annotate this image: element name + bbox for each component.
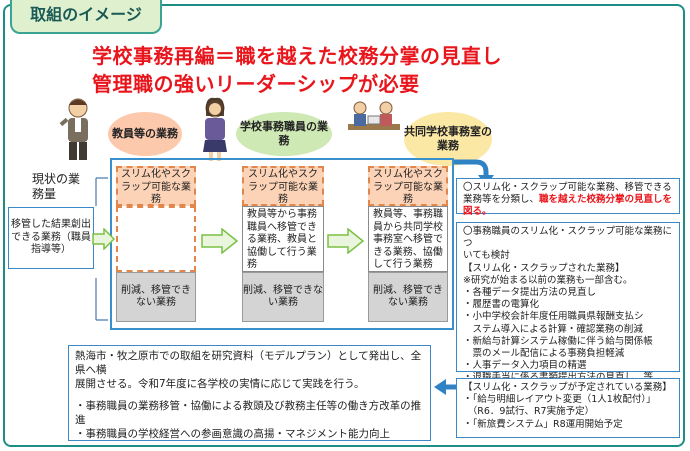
teacher-male-icon [59, 98, 88, 160]
volume-bracket [95, 177, 108, 321]
col1-middle-box [116, 206, 196, 272]
title-line-2: 管理職の強いリーダーシップが必要 [92, 72, 420, 96]
col2-transfer-box: 教員等から事務職員へ移管できる業務、教員と協働して行う業務 [242, 206, 324, 272]
right-middle-box: 〇事務職員のスリム化・スクラップ可能な業務につ いても検討 【スリム化・スクラッ… [456, 222, 680, 383]
current-volume-label: 現状の業務量 [32, 172, 81, 201]
teacher-female-icon [203, 97, 227, 161]
section-tab: 取組のイメージ [10, 0, 162, 34]
col2-fixed-box: 削減、移管できない業務 [242, 272, 324, 322]
rollout-line: 展開させる。令和7年度に各学校の実情に応じて実践を行う。 [75, 378, 365, 390]
rollout-line: 熱海市・牧之原市での取組を研究資料（モデルプラン）として発出し、全県へ横 [75, 350, 422, 376]
right-top-box: 〇スリム化・スクラップ可能な業務、移管できる業務等を分類し、職を越えた校務分掌の… [456, 178, 680, 218]
right-mid-line: ・各種データ提出方法の見直し [463, 287, 597, 299]
arrow-left-box [92, 228, 116, 250]
bubble-clerk-tasks: 学校事務職員の業務 [236, 112, 332, 156]
right-bot-line: ・「給与明細レイアウト変更（1人1枚配付）」 [463, 394, 656, 406]
right-bot-line: ・「新旅費システム」R8運用開始予定 [463, 418, 623, 430]
right-mid-line: ※研究が始まる以前の業務も一部含む。 [463, 274, 633, 286]
green-arrow-2 [327, 228, 365, 254]
right-top-text: 〇スリム化・スクラップ可能な業務、移管できる業務等を分類し、 [463, 182, 672, 206]
rollout-spacer [75, 391, 424, 399]
rollout-line: ・事務職員の業務移管・協働による教頭及び教務主任等の働き方改革の推進 [75, 400, 422, 426]
right-mid-line: ・人事データ入力項目の精選 [463, 360, 587, 372]
right-mid-line: ・新給与計算システム稼働に伴う給与関係帳 [463, 335, 653, 347]
right-mid-line: 〇事務職員のスリム化・スクラップ可能な業務につ [463, 226, 673, 250]
rollout-box: 熱海市・牧之原市での取組を研究資料（モデルプラン）として発出し、全県へ横 展開さ… [68, 345, 431, 441]
task-columns-container [110, 158, 454, 330]
col3-fixed-box: 削減、移管できない業務 [368, 272, 448, 322]
green-arrow-1 [201, 228, 239, 254]
right-mid-line: ステム導入による計算・確認業務の削減 [463, 323, 643, 335]
bubble-joint-office-tasks: 共同学校事務室の業務 [404, 112, 492, 166]
bubble-teacher-tasks: 教員等の業務 [108, 112, 182, 156]
main-frame [3, 4, 685, 447]
right-mid-line: ・小中学校会計年度任用職員県報酬支払シ [463, 311, 644, 323]
rollout-line: ・事務職員の学校経営への参画意識の高揚・マネジメント能力向上 [75, 428, 390, 440]
right-bottom-box: 【スリム化・スクラップが予定されている業務】 ・「給与明細レイアウト変更（1人1… [456, 378, 680, 438]
col1-fixed-box: 削減、移管できない業務 [116, 272, 196, 322]
created-tasks-box: 移管した結果創出できる業務（職員指導等） [8, 207, 94, 269]
col3-transfer-box: 教員等、事務職員から共同学校事務室へ移管できる業務、協働して行う業務 [368, 206, 448, 272]
office-staff-icon [348, 101, 400, 130]
right-mid-line: 票のメール配信による事務負担軽減 [463, 348, 625, 360]
right-mid-line: 【スリム化・スクラップされた業務】 [463, 262, 625, 274]
right-mid-line: ・履歴書の電算化 [463, 299, 540, 311]
right-bot-line: 【スリム化・スクラップが予定されている業務】 [463, 382, 672, 393]
right-mid-line: いても検討 [463, 250, 510, 262]
right-bot-line: （R6．9試行、R7実施予定） [463, 406, 595, 418]
right-mid-line: ・退職手当に係る書類提出方法の見直し 等 [463, 372, 673, 384]
col1-slim-box: スリム化やスクラップ可能な業務 [116, 166, 196, 206]
right-top-highlight: 職を越えた校務分掌の見直しを図る。 [463, 194, 673, 218]
title-line-1: 学校事務再編＝職を越えた校務分掌の見直し [92, 44, 502, 68]
col2-slim-box: スリム化やスクラップ可能な業務 [242, 166, 324, 206]
col3-slim-box: スリム化やスクラップ可能な業務 [368, 166, 448, 206]
